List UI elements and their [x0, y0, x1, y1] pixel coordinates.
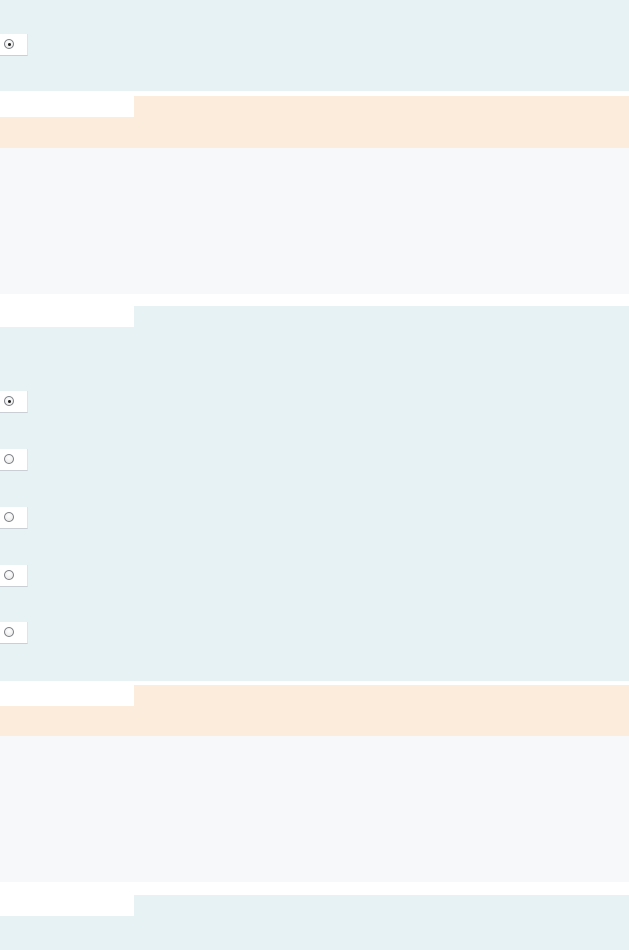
radio-button[interactable]	[4, 570, 14, 580]
section-tab[interactable]	[0, 306, 134, 327]
option-cell	[0, 622, 28, 644]
option-cell	[0, 449, 28, 471]
section-tab[interactable]	[0, 895, 134, 916]
option-cell	[0, 391, 28, 413]
question-block-3	[0, 895, 629, 950]
option-cell	[0, 34, 28, 56]
question-block-1	[0, 0, 629, 91]
section-header-1	[0, 96, 629, 148]
option-cell	[0, 507, 28, 529]
section-header-2	[0, 685, 629, 736]
radio-button-selected[interactable]	[4, 39, 14, 49]
radio-button[interactable]	[4, 627, 14, 637]
answer-area-1	[0, 148, 629, 294]
section-tab[interactable]	[0, 685, 134, 706]
question-block-2	[0, 306, 629, 681]
radio-button[interactable]	[4, 454, 14, 464]
radio-button[interactable]	[4, 512, 14, 522]
option-cell	[0, 565, 28, 587]
answer-area-2	[0, 736, 629, 882]
section-tab[interactable]	[0, 96, 134, 117]
radio-button-selected[interactable]	[4, 396, 14, 406]
